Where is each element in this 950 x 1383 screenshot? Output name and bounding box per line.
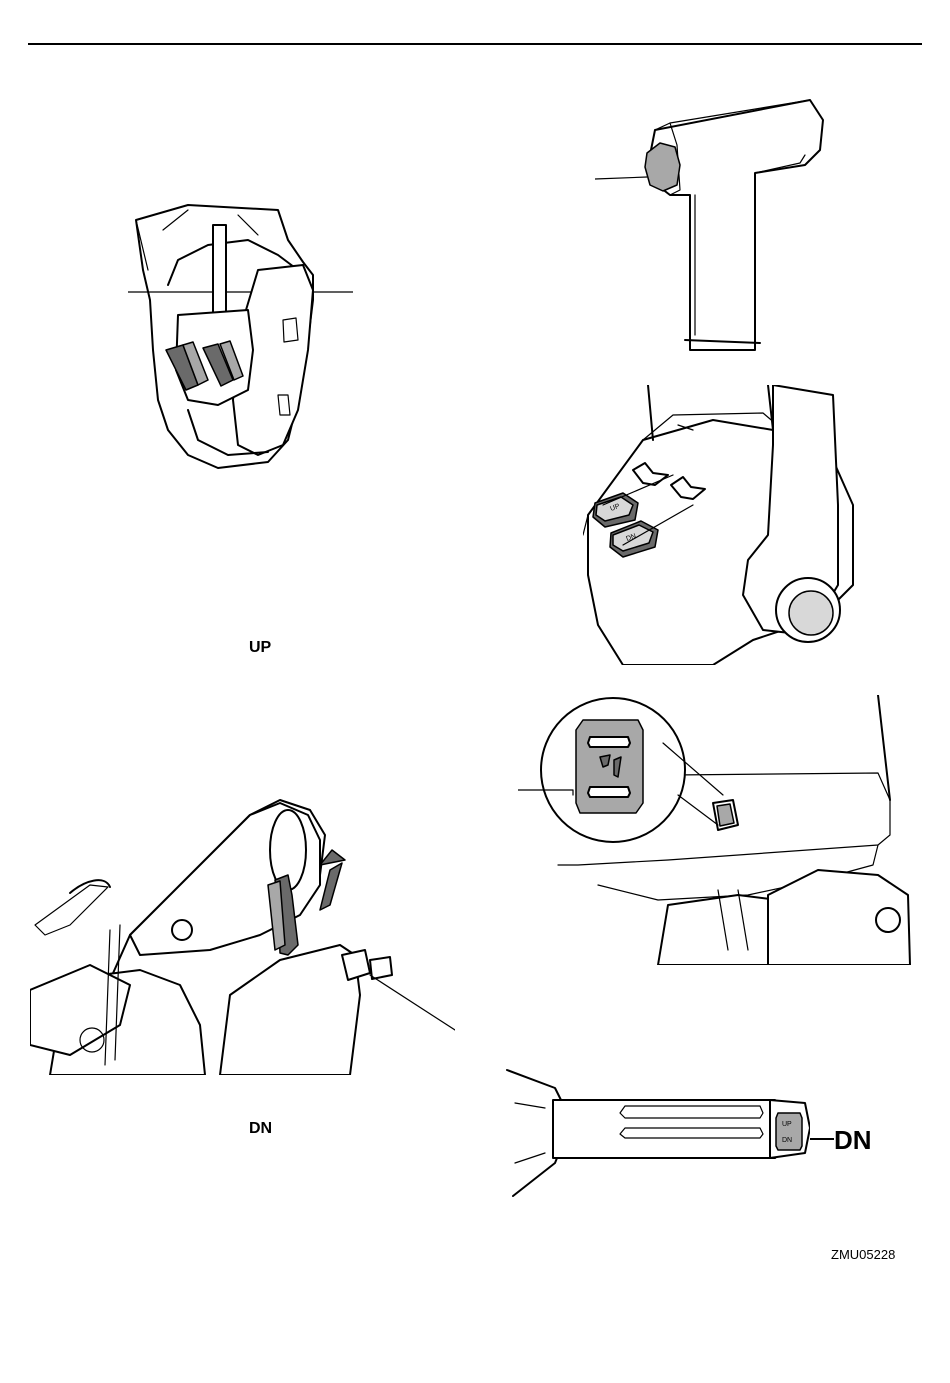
figure-tiller-grip-switch: UP DN	[505, 1068, 810, 1198]
switch-dn-text: DN	[782, 1137, 792, 1144]
dn-leader-line	[810, 1138, 834, 1140]
figure-engine-switches: UP DN	[583, 385, 860, 665]
figure-code: ZMU05228	[831, 1248, 895, 1261]
figure-tilt-lever	[30, 795, 455, 1075]
switch-up-text: UP	[782, 1121, 792, 1128]
label-dn-large: DN	[834, 1127, 872, 1153]
label-dn: DN	[249, 1121, 272, 1137]
figure-trim-switch-detail	[518, 695, 915, 965]
header-rule	[28, 43, 922, 45]
figure-trim-cylinder	[128, 200, 353, 475]
figure-tiller-handle	[595, 95, 830, 355]
label-up: UP	[249, 640, 271, 656]
